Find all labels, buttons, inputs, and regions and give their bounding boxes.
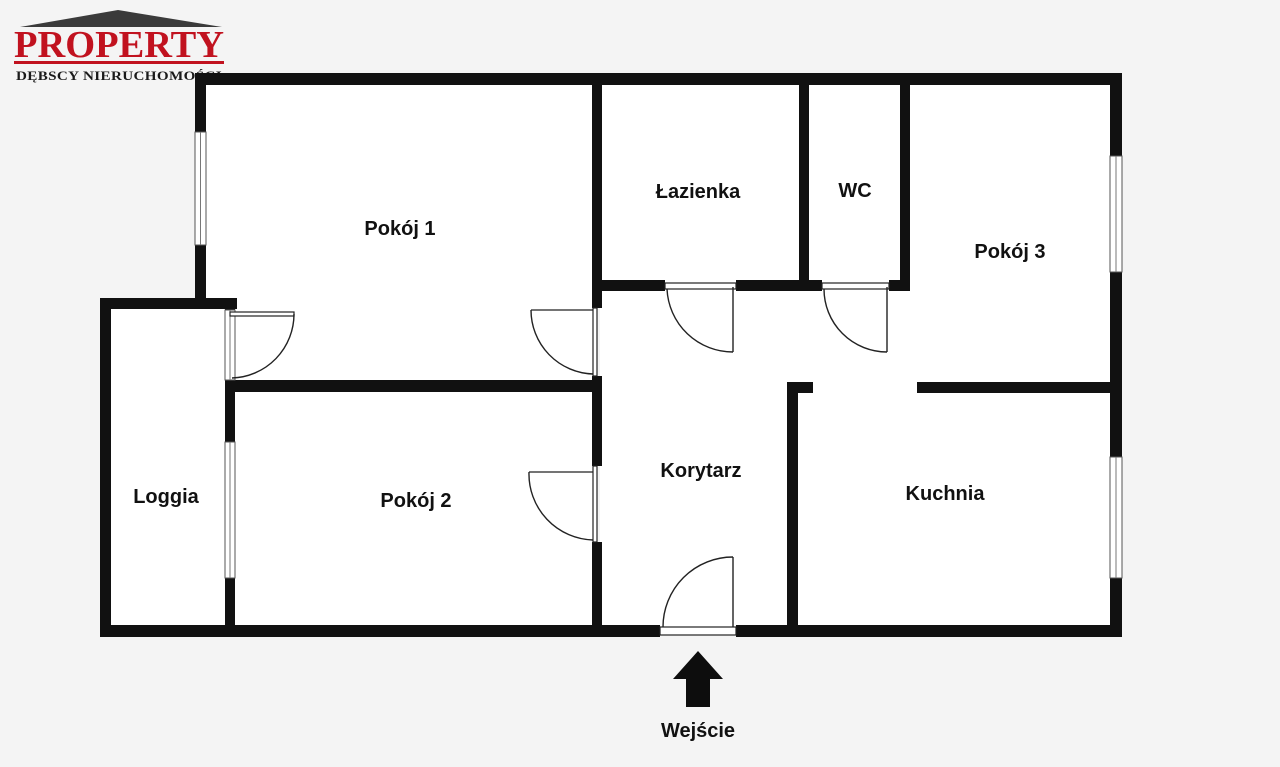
door-lazienka (664, 282, 737, 353)
room-label-pokoj-3: Pokój 3 (974, 241, 1045, 263)
room-label-lazienka: Łazienka (656, 181, 741, 203)
entrance-label: Wejście (661, 720, 735, 742)
doors (229, 282, 890, 636)
room-label-kuchnia: Kuchnia (906, 483, 986, 505)
room-labels: Pokój 1 Łazienka WC Pokój 3 Loggia Pokój… (133, 180, 1045, 512)
door-wc (821, 282, 890, 353)
room-label-loggia: Loggia (133, 486, 199, 508)
arrow-up-icon (673, 651, 723, 707)
company-logo: PROPERTY DĘBSCY NIERUCHOMOŚCI (14, 10, 224, 83)
room-floors (105, 82, 1115, 630)
walls (100, 73, 1122, 637)
door-pokoj-1 (530, 307, 598, 377)
door-pokoj-2 (528, 465, 598, 543)
logo-roof-icon (20, 10, 222, 27)
room-label-wc: WC (838, 180, 871, 202)
logo-subtitle: DĘBSCY NIERUCHOMOŚCI (16, 69, 222, 83)
logo-underline (14, 61, 224, 64)
logo-brand: PROPERTY (14, 24, 224, 66)
door-entrance (659, 556, 737, 636)
room-label-korytarz: Korytarz (660, 460, 741, 482)
room-label-pokoj-2: Pokój 2 (380, 490, 451, 512)
entrance-marker: Wejście (661, 651, 735, 742)
room-label-pokoj-1: Pokój 1 (364, 218, 435, 240)
door-loggia (229, 311, 295, 379)
windows (194, 131, 1123, 579)
